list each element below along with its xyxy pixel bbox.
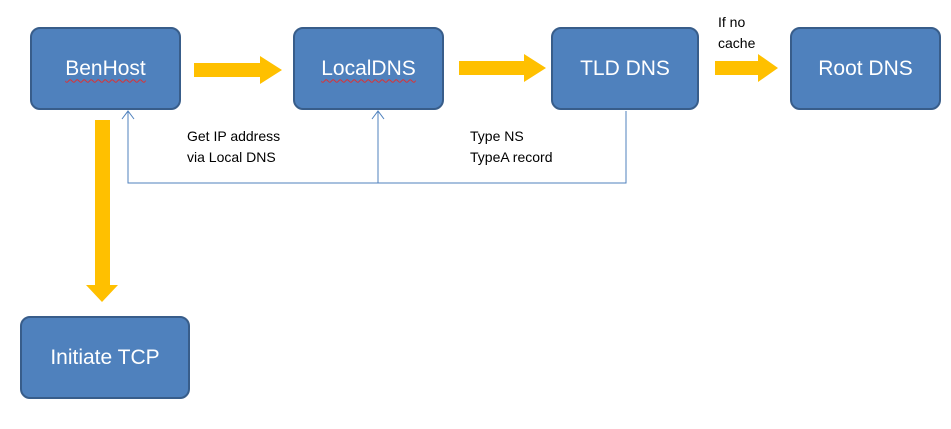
node-root-dns: Root DNS [790, 27, 941, 110]
arrow-benhost-to-localdns [194, 56, 282, 84]
return-arrowhead-benhost [121, 110, 135, 120]
arrow-localdns-to-tld [459, 54, 546, 82]
node-tld-dns: TLD DNS [551, 27, 699, 110]
return-line [127, 111, 627, 184]
arrow-benhost-to-tcp [86, 120, 118, 302]
label-line: cache [718, 35, 756, 51]
label-type-records: Type NS TypeA record [470, 126, 553, 168]
node-label: BenHost [65, 56, 146, 80]
label-if-no-cache: If no cache [718, 12, 755, 54]
return-arrowhead-localdns [371, 110, 385, 120]
label-get-ip: Get IP address via Local DNS [187, 126, 280, 168]
label-line: TypeA record [470, 149, 553, 165]
label-line: via Local DNS [187, 149, 276, 165]
node-localdns: LocalDNS [293, 27, 444, 110]
node-label: LocalDNS [321, 56, 416, 80]
node-label: Root DNS [818, 56, 913, 80]
node-initiate-tcp: Initiate TCP [20, 316, 190, 399]
label-line: Get IP address [187, 128, 281, 144]
node-label: TLD DNS [580, 56, 670, 80]
arrow-tld-to-root [715, 54, 778, 82]
label-line: If no [718, 14, 746, 30]
node-label: Initiate TCP [50, 345, 160, 369]
label-line: Type NS [470, 128, 524, 144]
node-benhost: BenHost [30, 27, 181, 110]
